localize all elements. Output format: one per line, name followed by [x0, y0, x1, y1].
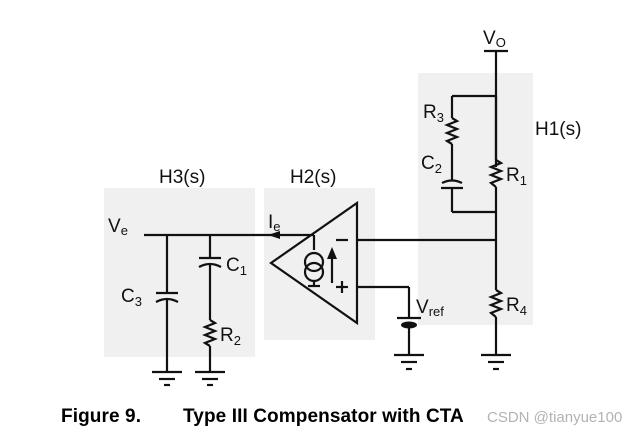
ota-triangle: [269, 200, 359, 326]
label-r4: R4: [506, 295, 527, 318]
current-arrow-icon: [327, 247, 337, 259]
label-r3: R3: [423, 102, 444, 125]
block-h3-background: [104, 188, 255, 357]
label-c2: C2: [421, 153, 442, 176]
resistor-r3: [444, 117, 460, 145]
label-vo: VO: [483, 28, 506, 50]
label-r2: R2: [220, 325, 241, 348]
figure-caption: Figure 9. Type III Compensator with CTA: [61, 406, 464, 428]
figure-number: Figure 9.: [61, 406, 142, 427]
label-c3: C3: [121, 286, 142, 309]
block-h1-background: [418, 73, 533, 325]
ie-arrow-icon: [268, 231, 280, 239]
watermark: CSDN @tianyue100: [487, 409, 623, 426]
vref-battery-plate: [401, 321, 417, 329]
resistor-r1: [488, 159, 504, 188]
label-vref: Vref: [416, 297, 444, 319]
block-h3-label: H3(s): [159, 167, 205, 188]
block-h1-label: H1(s): [535, 119, 581, 140]
capacitor-c2: [441, 179, 463, 184]
resistor-r4: [488, 289, 504, 318]
figure-title: Type III Compensator with CTA: [183, 406, 464, 427]
label-r1: R1: [506, 165, 527, 188]
resistor-r2: [202, 319, 218, 347]
label-ie: Ie: [268, 212, 281, 234]
label-c1: C1: [226, 255, 247, 278]
wires: [144, 49, 511, 387]
block-h2-label: H2(s): [290, 167, 336, 188]
label-ve: Ve: [108, 216, 128, 238]
